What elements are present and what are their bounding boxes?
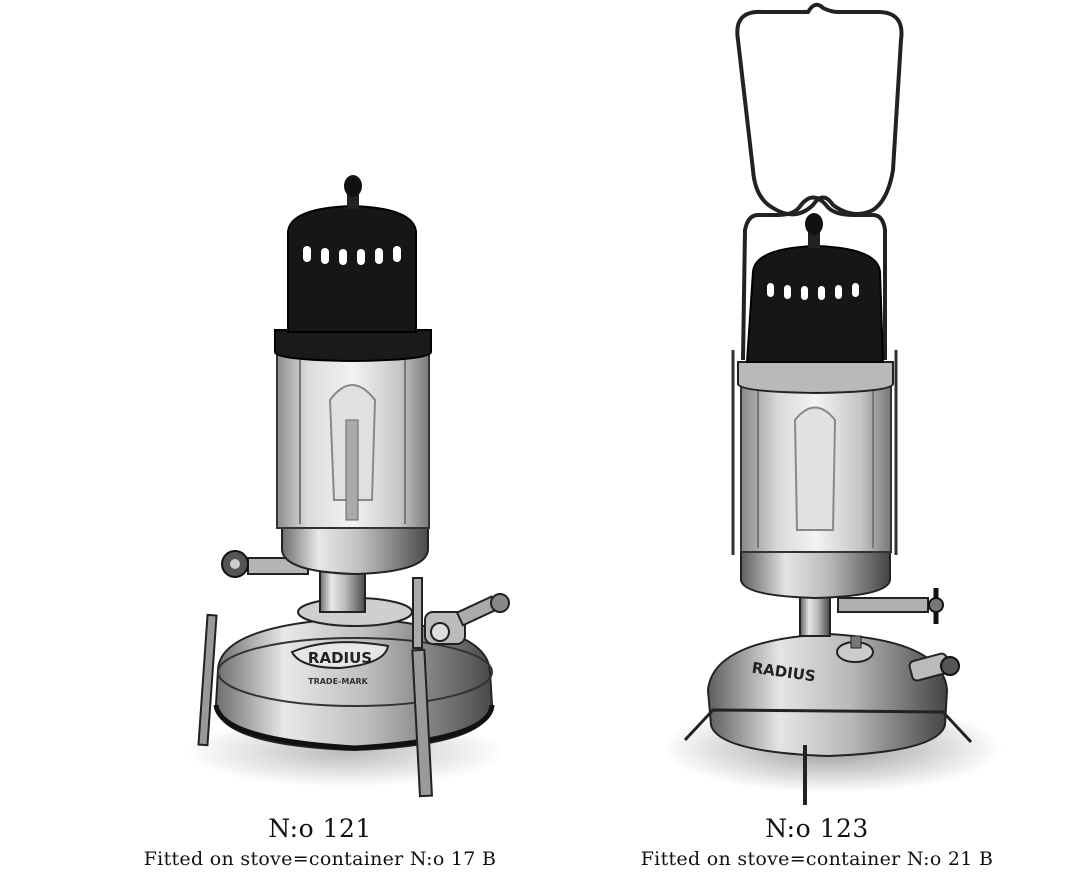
logo-subtext: TRADE-MARK	[308, 677, 369, 686]
pressure-lantern-table-icon: RADIUS TRADE-MARK	[185, 175, 510, 798]
model-number: N:o 121	[268, 814, 372, 843]
leg	[412, 577, 423, 649]
handle-loop	[735, 2, 904, 217]
lamp-figure-123: RADIUS N:o 12	[533, 0, 1065, 881]
logo-text: RADIUS	[308, 649, 372, 667]
radius-logo	[290, 641, 390, 670]
burner-column	[319, 569, 366, 613]
pressure-lantern-hanging-icon: RADIUS	[663, 2, 1003, 805]
valve	[837, 597, 929, 613]
burner-column	[799, 595, 831, 637]
chimney-hood	[287, 204, 417, 333]
leg	[411, 648, 434, 798]
mantle	[793, 406, 837, 531]
chimney-hood	[745, 244, 885, 363]
fitted-description: Fitted on stove=container N:o 21 B	[640, 848, 994, 870]
lower-ring	[740, 547, 891, 600]
fuel-tank	[706, 632, 949, 758]
lower-ring	[281, 524, 429, 576]
leg	[197, 613, 218, 747]
model-number: N:o 123	[765, 814, 869, 843]
fitted-description: Fitted on stove=container N:o 17 B	[143, 848, 497, 870]
lamp-figure-121: RADIUS TRADE-MARK	[0, 0, 532, 881]
hanging-bail	[741, 195, 887, 361]
